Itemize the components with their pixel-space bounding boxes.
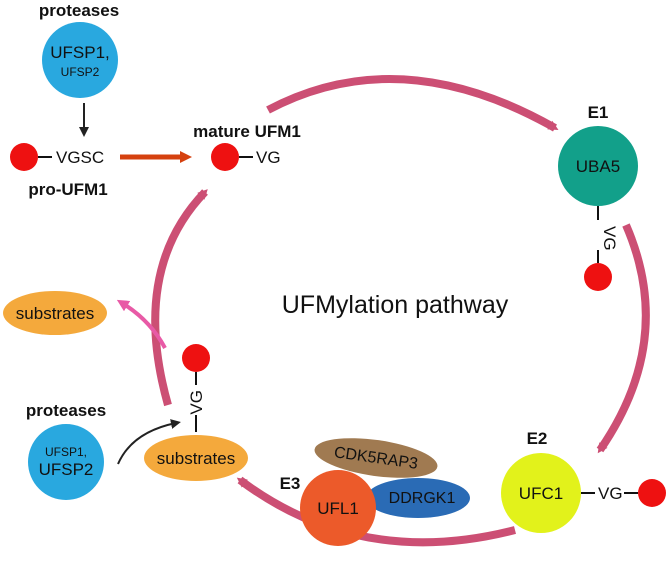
e2-tag: E2 — [527, 429, 548, 448]
substrates-ellipse — [144, 435, 248, 481]
bottom-proteases-heading: proteases — [26, 401, 106, 420]
released-substrates-ellipse — [3, 291, 107, 335]
e2-ufm1-ball — [638, 479, 666, 507]
bottom-protease-name-2: UFSP2 — [39, 460, 94, 479]
ufc1-circle — [501, 453, 581, 533]
substrate-tail: VG — [187, 390, 206, 415]
cdk5rap3-ellipse — [314, 438, 438, 478]
bottom-protease-name-1: UFSP1, — [45, 445, 87, 459]
cycle-arrow-to-e2 — [596, 223, 650, 454]
uba5-circle — [558, 126, 638, 206]
ufl1-label: UFL1 — [317, 499, 359, 518]
e1-tail: VG — [600, 226, 619, 251]
uba5-label: UBA5 — [576, 157, 620, 176]
e1-tag: E1 — [588, 103, 609, 122]
release-arrow — [116, 299, 167, 349]
bottom-protease-circle — [28, 424, 104, 500]
e3-tag: E3 — [280, 474, 301, 493]
top-protease-name-2: UFSP2 — [61, 65, 100, 79]
ddrgk1-label: DDRGK1 — [389, 490, 456, 507]
e1-ufm1-ball — [584, 263, 612, 291]
pathway-title: UFMylation pathway — [282, 291, 509, 319]
pro-ufm1-ball — [10, 143, 38, 171]
ddrgk1-ellipse — [366, 478, 470, 518]
e2-tail: VG — [598, 484, 623, 503]
substrate-ufm1-ball — [182, 344, 210, 372]
mature-ufm1-tail: VG — [256, 148, 281, 167]
top-protease-name-1: UFSP1, — [50, 43, 110, 62]
bottom-protease-arrow — [117, 419, 181, 465]
pro-ufm1-tail: VGSC — [56, 148, 104, 167]
mature-ufm1-label: mature UFM1 — [193, 122, 301, 141]
top-protease-circle — [42, 22, 118, 98]
pro-ufm1-label: pro-UFM1 — [28, 180, 107, 199]
ufl1-circle — [300, 470, 376, 546]
mature-ufm1-ball — [211, 143, 239, 171]
cycle-arrow-to-mature — [151, 189, 208, 407]
top-proteases-heading: proteases — [39, 1, 119, 20]
substrates-label: substrates — [157, 449, 235, 468]
ufc1-label: UFC1 — [519, 484, 563, 503]
released-substrates-label: substrates — [16, 304, 94, 323]
cycle-arrow-to-substrates — [236, 476, 516, 547]
cycle-arrow-to-e1 — [266, 74, 559, 132]
